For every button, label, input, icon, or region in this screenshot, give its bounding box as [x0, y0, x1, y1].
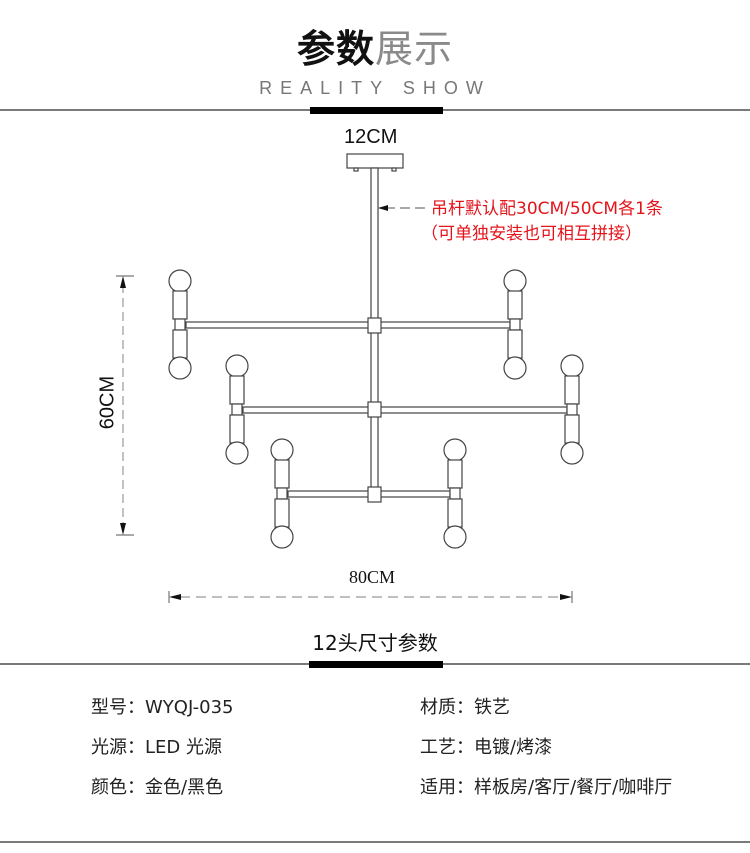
spec-value: LED 光源	[145, 737, 222, 758]
spec-application: 适用：样板房/客厅/餐厅/咖啡厅	[420, 776, 672, 800]
page-subtitle: REALITY SHOW	[259, 78, 491, 98]
height-dimension	[116, 275, 134, 536]
spec-label: 光源：	[91, 737, 145, 758]
spec-light-source: 光源：LED 光源	[91, 736, 233, 760]
spec-value: 铁艺	[474, 697, 510, 718]
arm-hubs	[367, 317, 382, 503]
spec-material: 材质：铁艺	[420, 696, 672, 720]
spec-model: 型号：WYQJ-035	[91, 696, 233, 720]
spec-craft: 工艺：电镀/烤漆	[420, 736, 672, 760]
footer-divider	[0, 841, 750, 843]
spec-label: 工艺：	[420, 737, 474, 758]
spec-value: 电镀/烤漆	[474, 737, 553, 758]
section-accent-bar	[309, 661, 443, 668]
height-label: 60CM	[96, 375, 119, 430]
title-bold: 参数	[296, 27, 375, 71]
header-accent-bar	[310, 107, 443, 114]
spec-column-right: 材质：铁艺 工艺：电镀/烤漆 适用：样板房/客厅/餐厅/咖啡厅	[420, 696, 672, 800]
width-label: 80CM	[349, 567, 396, 587]
width-dimension	[168, 591, 573, 603]
spec-label: 适用：	[420, 777, 474, 798]
spec-label: 材质：	[420, 697, 474, 718]
title-light: 展示	[375, 27, 454, 71]
canopy-width-label: 12CM	[344, 126, 398, 148]
spec-value: WYQJ-035	[145, 697, 234, 718]
section-title: 12头尺寸参数	[312, 631, 438, 655]
spec-column-left: 型号：WYQJ-035 光源：LED 光源 颜色：金色/黑色	[91, 696, 233, 800]
spec-color: 颜色：金色/黑色	[91, 776, 233, 800]
page-title: 参数展示	[0, 24, 750, 74]
spec-label: 颜色：	[91, 777, 145, 798]
chandelier-dimension-drawing	[116, 153, 584, 603]
rod-note-line2: （可单独安装也可相互拼接）	[421, 224, 642, 244]
rod-note-line1: 吊杆默认配30CM/50CM各1条	[431, 199, 663, 219]
spec-label: 型号：	[91, 697, 145, 718]
spec-value: 样板房/客厅/餐厅/咖啡厅	[474, 777, 673, 798]
spec-value: 金色/黑色	[145, 777, 224, 798]
